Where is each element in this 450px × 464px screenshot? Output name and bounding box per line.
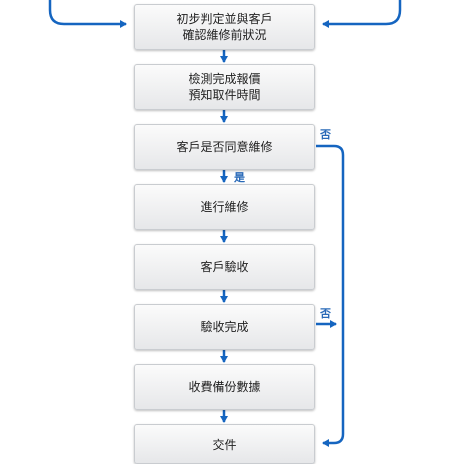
step-customer-agree-decision: 客戶是否同意維修 <box>134 124 315 170</box>
step-delivery: 交件 <box>134 424 315 464</box>
label-no-decision: 否 <box>320 128 331 141</box>
step-text-line2: 預知取件時間 <box>188 88 261 102</box>
step-text: 驗收完成 <box>200 320 249 334</box>
step-customer-acceptance: 客戶驗收 <box>134 244 315 290</box>
step-inspection-quote: 檢測完成報價 預知取件時間 <box>134 64 315 110</box>
step-text: 客戶是否同意維修 <box>176 140 273 154</box>
label-no-acceptance: 否 <box>320 307 331 320</box>
top-right-connector <box>322 0 402 28</box>
step-payment-backup: 收費備份數據 <box>134 364 315 410</box>
step-text: 收費備份數據 <box>188 380 261 394</box>
step-acceptance-complete: 驗收完成 <box>134 304 315 350</box>
top-left-connector <box>48 0 127 28</box>
step-text-line2: 確認維修前狀況 <box>182 28 267 42</box>
step-text: 客戶驗收 <box>200 260 249 274</box>
flowchart-connectors <box>48 0 402 447</box>
step-text: 交件 <box>212 438 237 452</box>
step-initial-assessment: 初步判定並與客戶 確認維修前狀況 <box>134 4 315 50</box>
step-text-line1: 檢測完成報價 <box>188 72 261 86</box>
label-yes: 是 <box>234 171 245 184</box>
no-branch-line <box>316 144 345 447</box>
step-text-line1: 初步判定並與客戶 <box>176 12 273 26</box>
step-text: 進行維修 <box>200 200 249 214</box>
step-repair: 進行維修 <box>134 184 315 230</box>
